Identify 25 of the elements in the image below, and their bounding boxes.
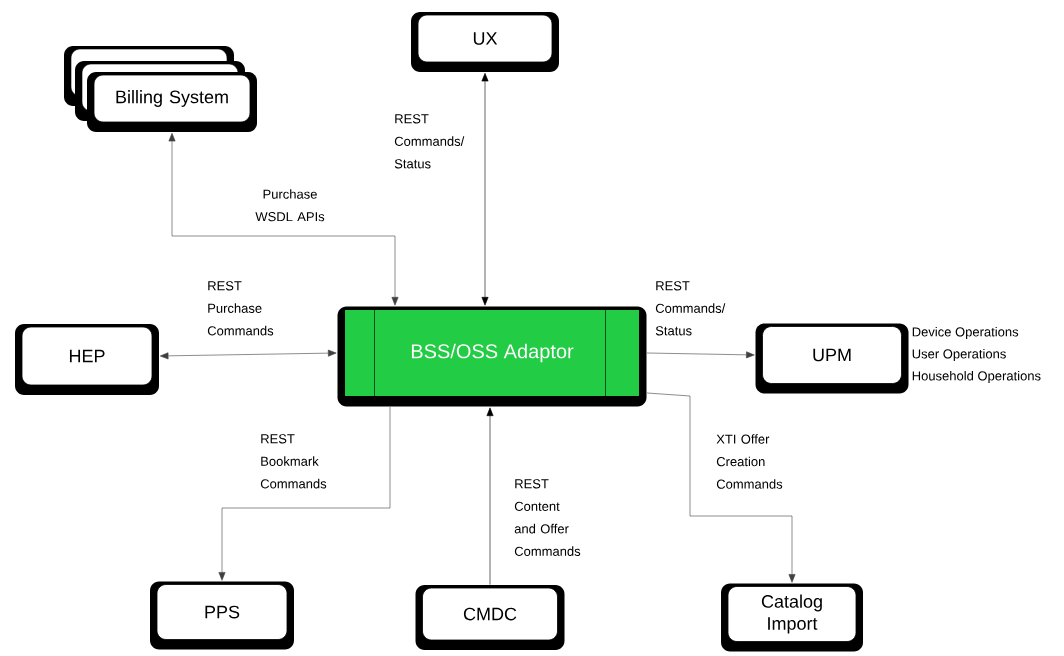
process-box: UX [411, 12, 559, 72]
edge-label: REST Content and Offer Commands [513, 478, 598, 557]
arrow [218, 406, 391, 581]
edge-label: REST Commands/ Status [393, 113, 474, 170]
edge-label: Purchase WSDL APIs [248, 188, 332, 223]
arrow [481, 72, 489, 306]
edge-label: REST Purchase Commands [206, 280, 281, 337]
edge-label: XTI Offer Creation Commands [715, 433, 790, 490]
stacked-box: Billing System [64, 46, 257, 132]
process-box: HEP [15, 324, 159, 395]
process-box: UPM [755, 323, 909, 394]
arrow [159, 349, 337, 360]
process-box: Catalog Import [721, 583, 863, 652]
arrow [486, 407, 494, 585]
side-note: User Operations [912, 348, 1006, 362]
arrow [646, 351, 755, 359]
edge-label: REST Commands/ Status [654, 280, 735, 337]
process-box: PPS [150, 581, 294, 650]
process-box: CMDC [415, 585, 565, 650]
side-note: Device Operations [912, 326, 1019, 340]
side-note: Household Operations [912, 370, 1041, 384]
arrow [646, 392, 796, 583]
edge-label: REST Bookmark Commands [259, 433, 334, 490]
process-box: BSS/OSS Adaptor [337, 306, 647, 407]
arrow [168, 132, 399, 306]
